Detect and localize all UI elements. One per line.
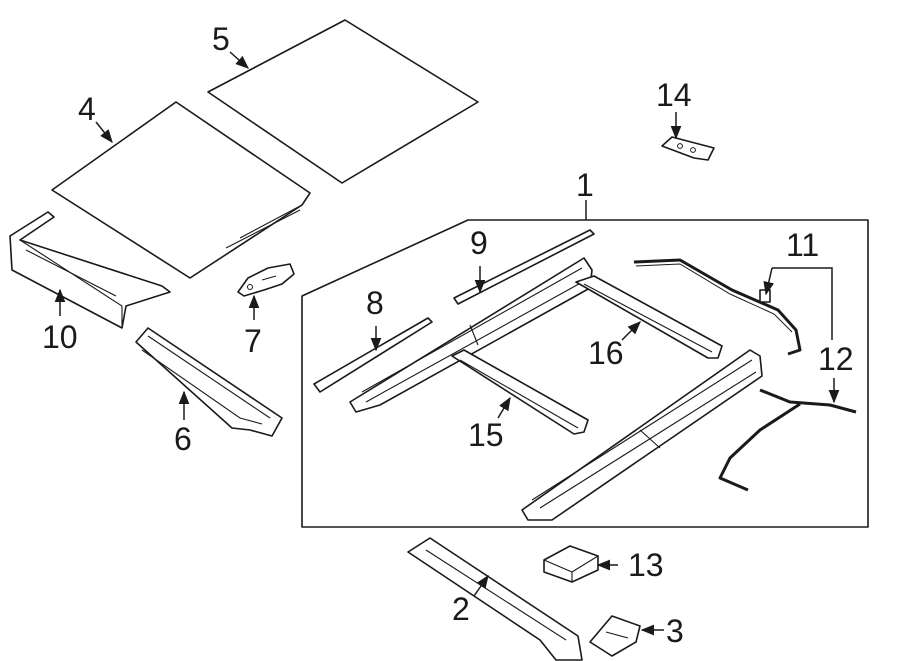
drain-strip-part[interactable] — [453, 229, 595, 305]
callout-13: 13 — [628, 547, 664, 583]
callout-2: 2 — [452, 591, 470, 627]
seal-strip-part[interactable] — [313, 317, 433, 393]
left-side-rail-part[interactable] — [349, 257, 593, 413]
callout-1: 1 — [576, 167, 594, 203]
headliner-part[interactable] — [51, 101, 311, 279]
callout-11: 11 — [786, 227, 819, 263]
control-module-part[interactable] — [543, 545, 599, 583]
callout-8: 8 — [366, 285, 384, 321]
callout-4: 4 — [78, 91, 96, 127]
rear-crossmember-part[interactable] — [575, 275, 723, 359]
callout-9: 9 — [470, 225, 488, 261]
callout-15: 15 — [468, 417, 504, 453]
right-side-rail-part[interactable] — [521, 349, 763, 521]
callout-14: 14 — [656, 77, 692, 113]
windshield-header-part[interactable] — [407, 537, 583, 661]
rear-trim-panel-part[interactable] — [135, 327, 283, 437]
callout-10: 10 — [42, 319, 78, 355]
callout-6: 6 — [174, 421, 192, 457]
front-header-trim-part[interactable] — [9, 211, 171, 329]
callout-7: 7 — [244, 323, 262, 359]
bracket-part[interactable] — [237, 263, 295, 297]
callout-5: 5 — [212, 21, 230, 57]
callout-3: 3 — [666, 613, 684, 649]
callout-16: 16 — [588, 335, 624, 371]
leader-lines — [54, 51, 840, 636]
wire-harness-part[interactable] — [718, 388, 857, 492]
callout-12: 12 — [818, 341, 854, 377]
roof-panel-part[interactable] — [207, 19, 479, 184]
clip-bracket-part[interactable] — [661, 136, 715, 161]
sunroof-assembly-frame — [301, 219, 869, 528]
front-crossmember-part[interactable] — [451, 349, 589, 435]
mount-bracket-part[interactable] — [589, 615, 641, 657]
drain-hose-part[interactable] — [633, 258, 802, 356]
